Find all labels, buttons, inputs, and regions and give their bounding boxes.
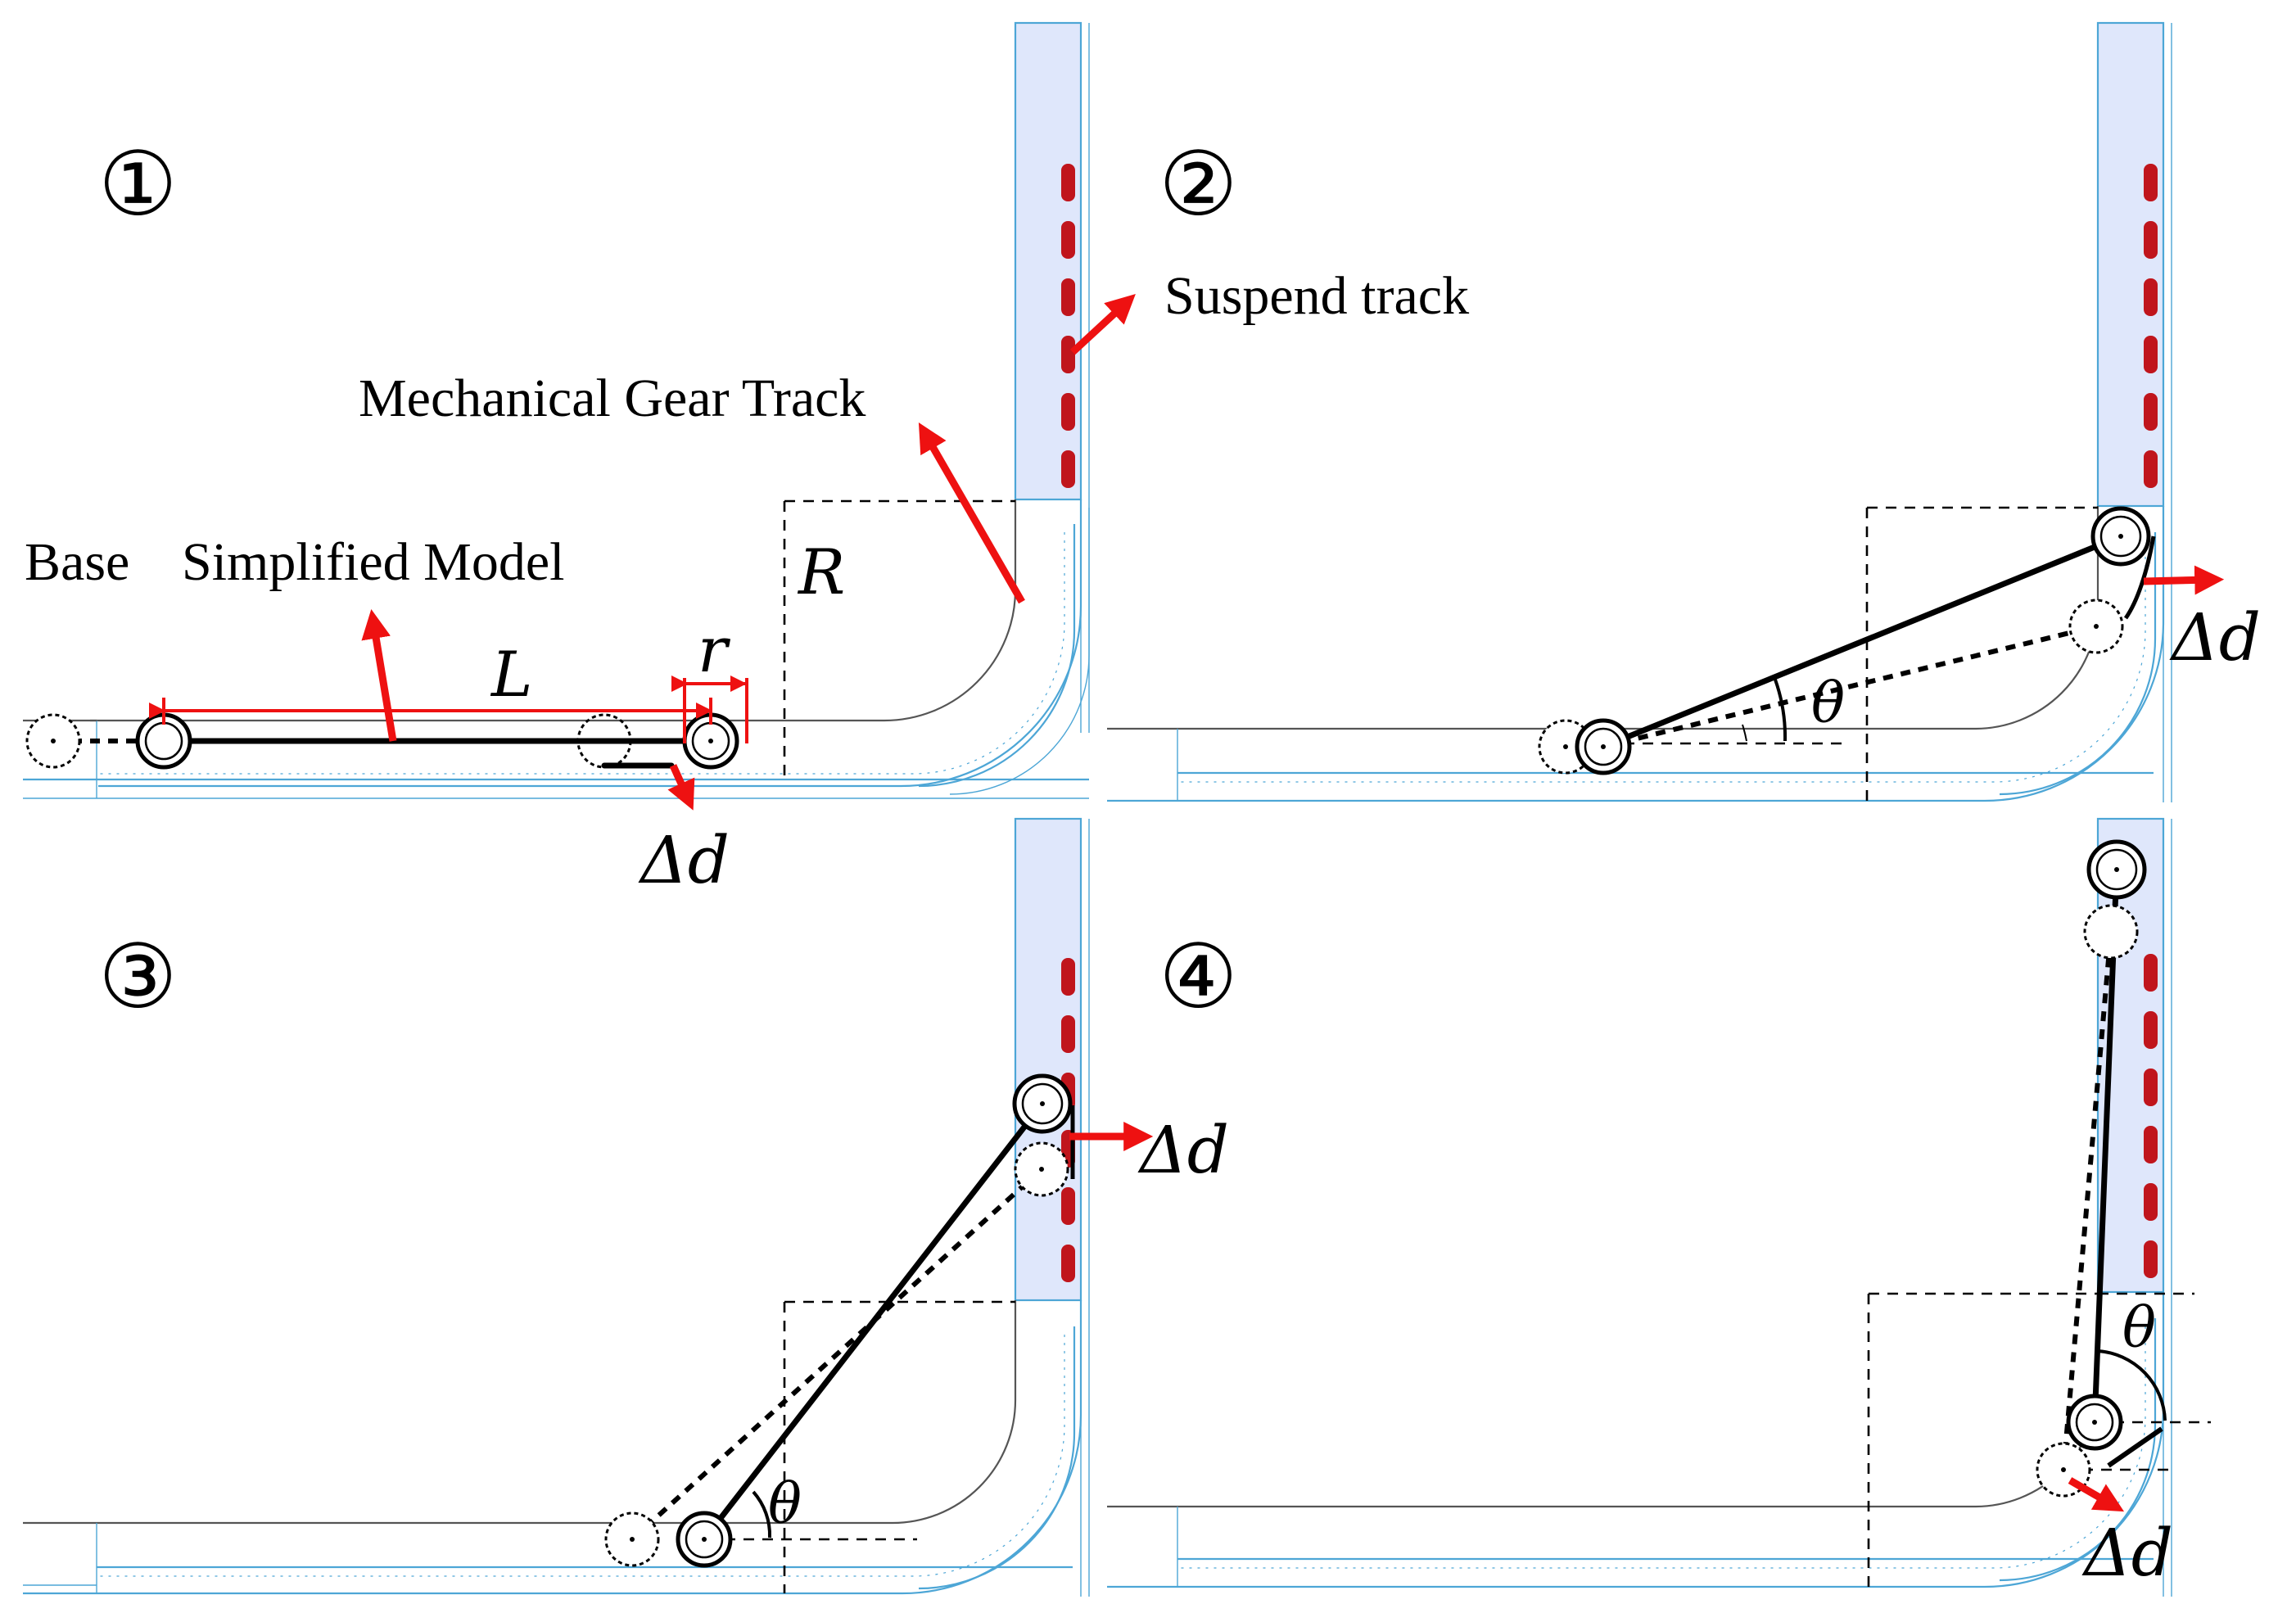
panel-2: ② Δd θ — [1107, 21, 2261, 802]
delta-d-arrow — [2143, 565, 2225, 595]
rail-structure — [1107, 817, 2172, 1597]
delta-d-arrow — [667, 764, 695, 811]
symbol-L: L — [490, 638, 532, 711]
symbol-R: R — [797, 535, 845, 608]
symbol-theta: θ — [2122, 1296, 2156, 1361]
panel-marker-3: ③ — [98, 926, 178, 1028]
symbol-r: r — [698, 613, 731, 686]
base-label: Base — [25, 532, 129, 592]
panel-marker-4: ④ — [1159, 926, 1238, 1028]
rail-structure — [1107, 21, 2172, 802]
theta-arc — [2097, 1349, 2167, 1421]
model-link — [1538, 506, 2156, 775]
suspend-track-segments — [1061, 164, 1075, 488]
panel-marker-2: ② — [1159, 133, 1238, 236]
symbol-delta-d: Δd — [2169, 599, 2261, 675]
gear-track-arrow — [918, 422, 1025, 604]
suspend-track-segments — [2144, 954, 2158, 1278]
rail-structure — [23, 817, 1090, 1597]
rail-structure — [23, 21, 1090, 799]
panel-3: ③ Δd θ — [23, 817, 1229, 1597]
delta-d-arrow — [2068, 1477, 2125, 1512]
dimension-r — [671, 675, 748, 743]
panel-4: ④ Δd θ — [1107, 817, 2211, 1597]
simplified-model-label: Simplified Model — [182, 532, 564, 592]
suspend-track-segments — [2144, 164, 2158, 488]
theta-arc — [1774, 679, 1788, 742]
dimension-L — [149, 698, 712, 725]
ghost-wheel — [2083, 904, 2139, 960]
suspend-track-arrow — [1069, 294, 1136, 355]
symbol-delta-d: Δd — [2081, 1515, 2173, 1591]
simplified-model-arrow — [361, 609, 397, 742]
symbol-delta-d: Δd — [1137, 1112, 1229, 1188]
radius-box — [1605, 506, 2098, 801]
suspend-track-label: Suspend track — [1164, 266, 1469, 326]
theta-arc — [752, 1490, 772, 1538]
symbol-theta: θ — [768, 1472, 802, 1537]
model-link — [25, 712, 739, 770]
panel-1: ① Suspend track Mechanical Gear Track Ba… — [23, 21, 1469, 898]
model-link — [604, 1073, 1075, 1568]
ghost-wheel — [576, 713, 632, 769]
panel-marker-1: ① — [98, 133, 178, 236]
radius-box — [783, 499, 1015, 778]
symbol-theta: θ — [1811, 671, 1845, 736]
radius-box — [706, 1300, 1015, 1593]
symbol-delta-d: Δd — [638, 822, 730, 898]
mechanical-gear-track-label: Mechanical Gear Track — [359, 368, 866, 428]
